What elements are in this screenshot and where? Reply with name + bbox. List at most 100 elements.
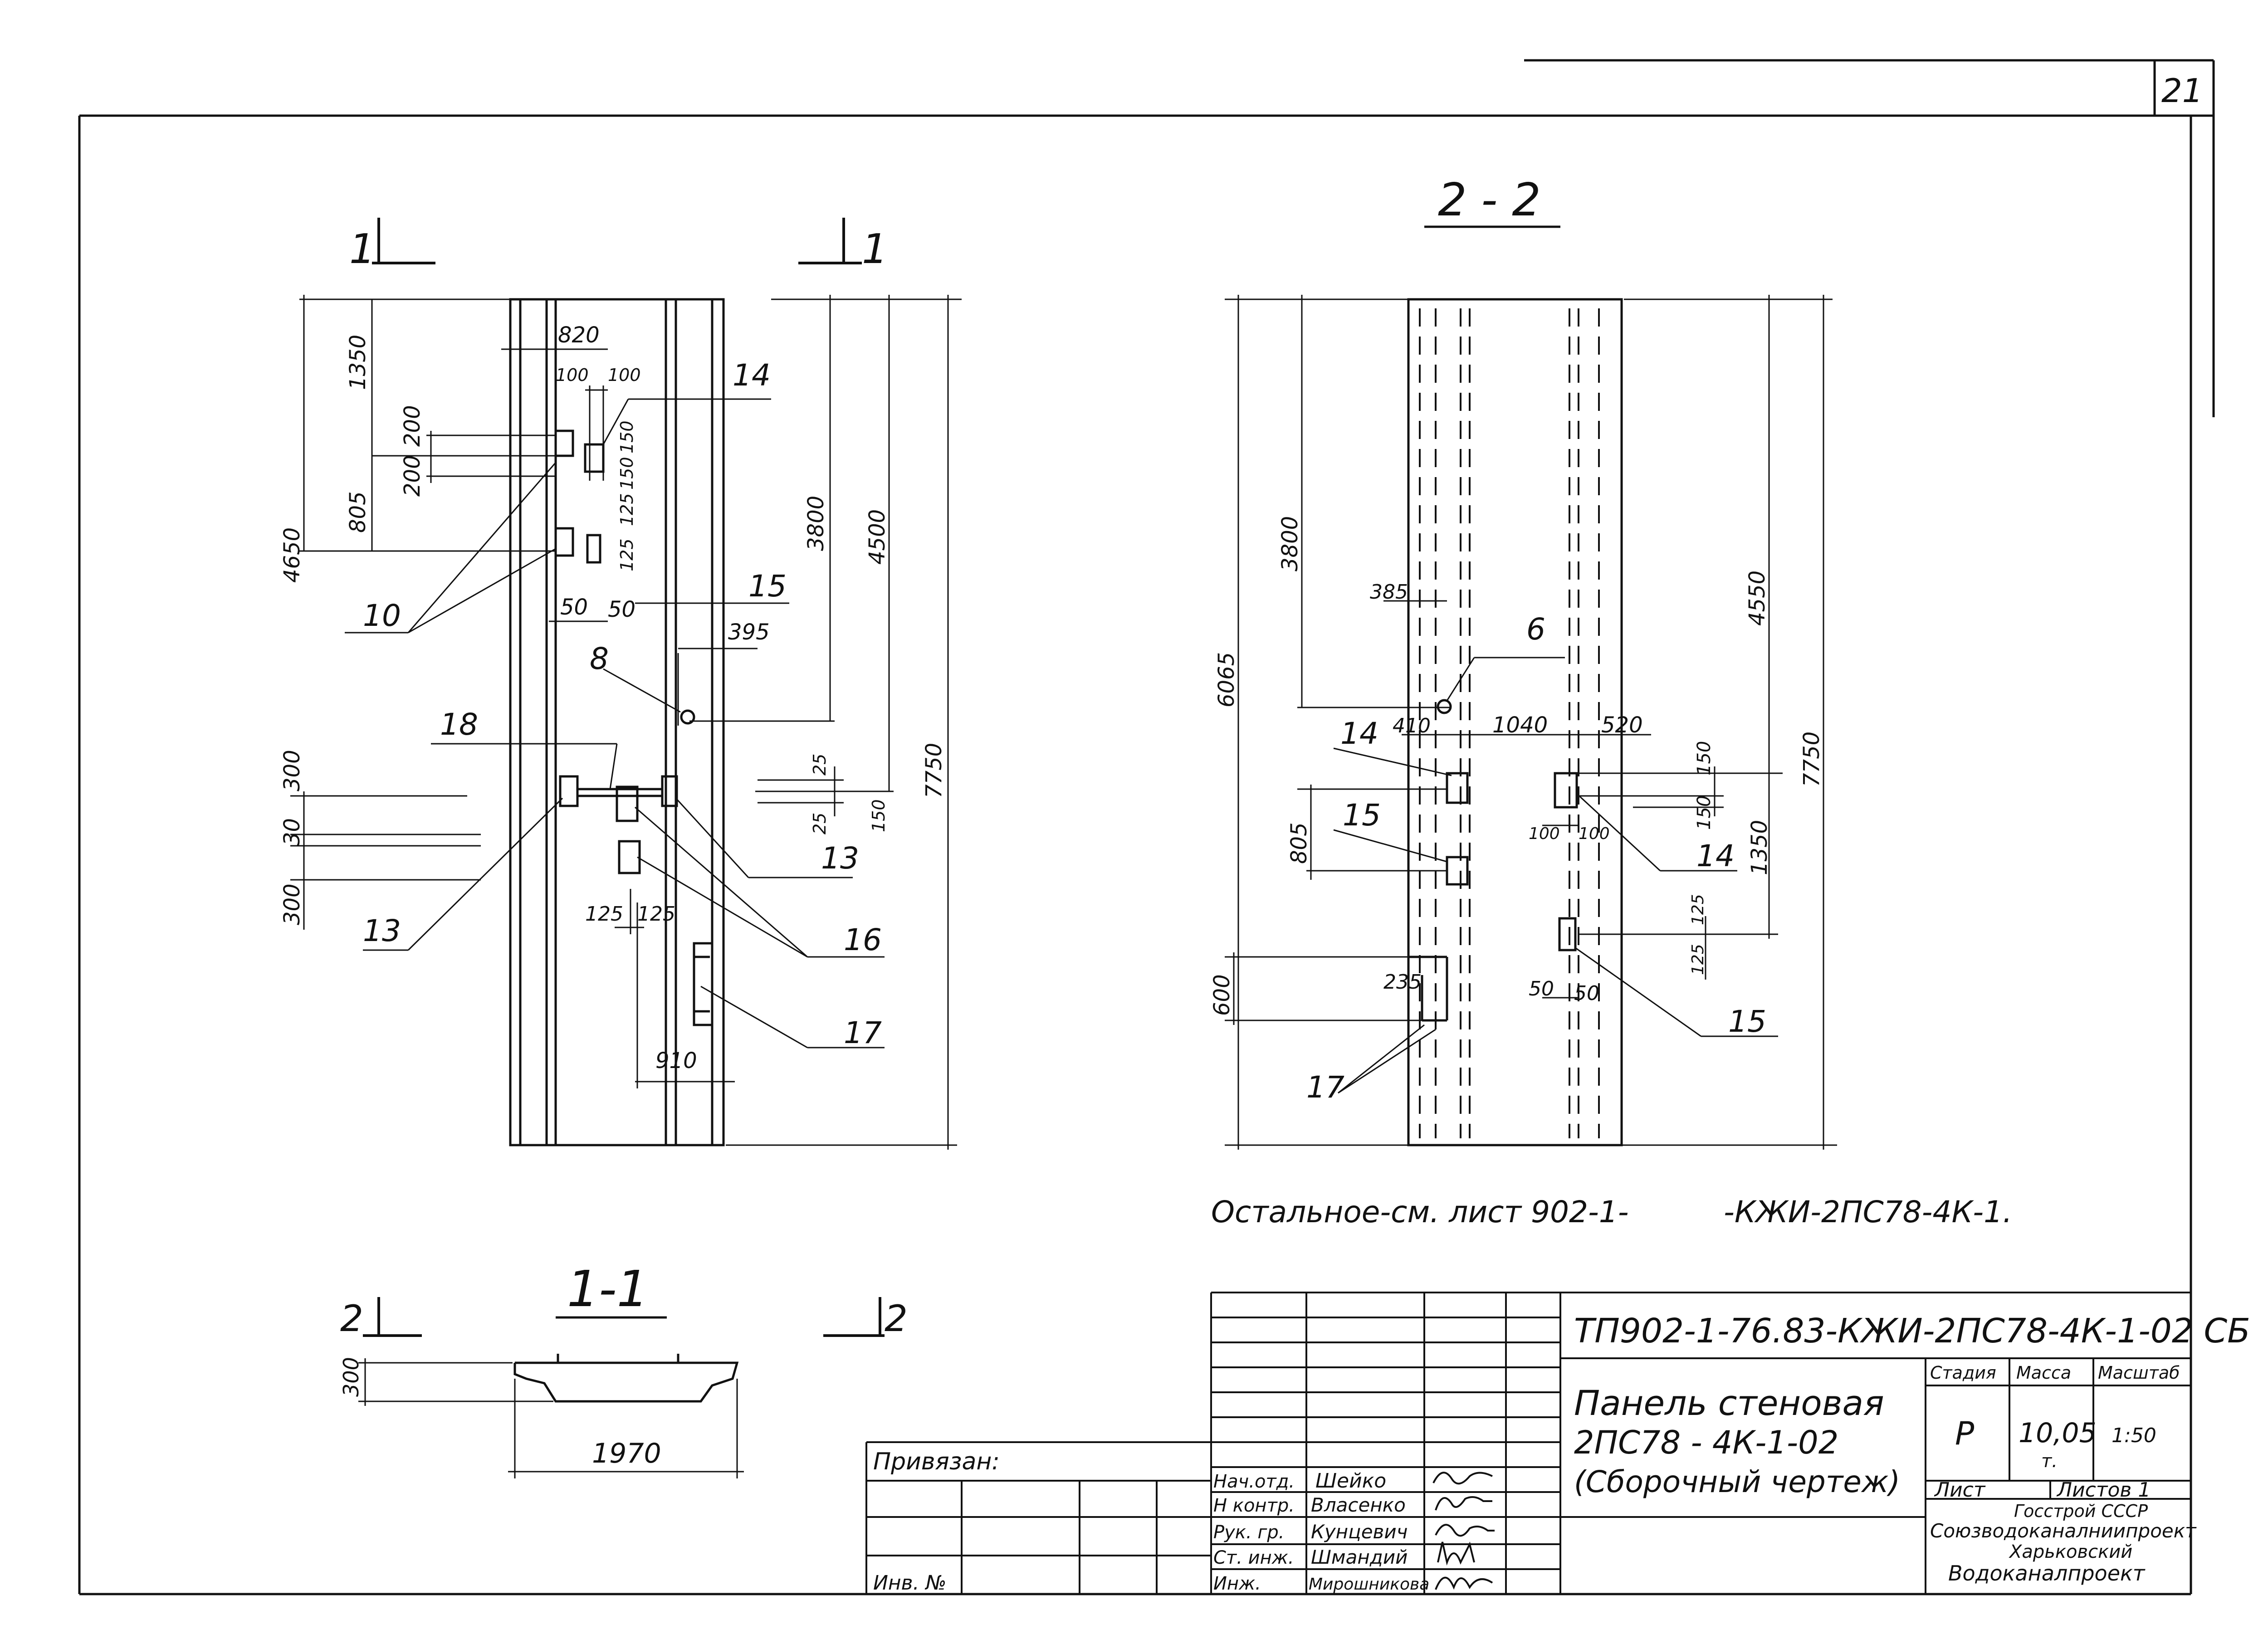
section-1-1-dimension-lines <box>358 1358 744 1478</box>
section-callout-14-left: 14 <box>1340 716 1378 751</box>
dim-3800: 3800 <box>803 496 829 551</box>
section-dim-385: 385 <box>1370 580 1408 604</box>
section-dim-520: 520 <box>1601 712 1643 738</box>
dim-820: 820 <box>558 322 600 348</box>
sheets-total: Листов 1 <box>2056 1478 2151 1502</box>
title-block-grid <box>865 1292 2191 1594</box>
dim-150-b: 150 <box>617 457 637 490</box>
dim-50-left: 50 <box>560 595 588 620</box>
section-1-1-profile <box>513 1354 739 1403</box>
section-2-2-view: 2 - 2 <box>1209 173 1837 1150</box>
cut-label-2-left: 2 <box>340 1297 363 1340</box>
callout-15: 15 <box>748 569 787 604</box>
sheet-frame <box>78 59 2215 1595</box>
bound-label: Привязан: <box>873 1448 1000 1475</box>
sheet-label: Лист <box>1934 1478 1986 1502</box>
note-right: -КЖИ-2ПС78-4К-1. <box>1724 1195 2012 1229</box>
section-1-1-view: 1-1 2 2 300 1970 <box>339 1260 908 1478</box>
dim-30: 30 <box>279 818 305 846</box>
section-dim-50-b: 50 <box>1574 982 1599 1005</box>
panel-elevation-view: 1 1 4650 1350 805 200 200 820 100 100 15… <box>279 218 962 1150</box>
cut-marker-2 <box>363 1297 885 1337</box>
section-callout-17: 17 <box>1306 1070 1344 1105</box>
dim-150-a: 150 <box>617 420 637 454</box>
sig-role-4: Инж. <box>1213 1573 1261 1594</box>
section-dim-50-a: 50 <box>1529 977 1554 1000</box>
cut-label-1-left: 1 <box>349 225 375 273</box>
cut-label-1-right: 1 <box>862 225 888 273</box>
section-callout-14-right: 14 <box>1696 839 1735 873</box>
note-left: Остальное-см. лист 902-1- <box>1211 1195 1629 1229</box>
cut-label-2-right: 2 <box>885 1297 908 1340</box>
cut-marker-1 <box>372 218 862 264</box>
section-callout-6: 6 <box>1526 612 1545 647</box>
section-callout-15-right: 15 <box>1728 1004 1766 1039</box>
callout-13-right: 13 <box>821 841 859 876</box>
section-dim-6065: 6065 <box>1214 652 1239 707</box>
dim-50-right: 50 <box>608 597 635 622</box>
dim-125-d: 125 <box>637 902 675 926</box>
drawing-name-line3: (Сборочный чертеж) <box>1574 1464 1900 1499</box>
sig-role-2: Рук. гр. <box>1213 1522 1285 1543</box>
dim-395: 395 <box>728 619 770 645</box>
section-dim-3800: 3800 <box>1277 516 1303 571</box>
sig-name-4: Мирошникова <box>1309 1575 1429 1594</box>
sig-name-0: Шейко <box>1315 1469 1386 1493</box>
sig-role-0: Нач.отд. <box>1213 1471 1295 1492</box>
handwritten-signatures <box>1432 1472 1495 1590</box>
section-callout-15-left: 15 <box>1343 798 1381 833</box>
callout-13-left: 13 <box>363 913 401 948</box>
drawing-name-line2: 2ПС78 - 4К-1-02 <box>1574 1424 1838 1461</box>
section-2-2-title: 2 - 2 <box>1438 173 1541 226</box>
section-1-1-dim-1970: 1970 <box>592 1438 661 1469</box>
section-dim-1350: 1350 <box>1747 820 1772 875</box>
sig-role-1: Н контр. <box>1213 1495 1295 1516</box>
callout-16: 16 <box>844 922 882 957</box>
section-dim-410: 410 <box>1393 714 1431 737</box>
dim-300-upper: 300 <box>279 750 305 791</box>
elevation-leader-lines <box>345 398 885 1049</box>
section-dim-125-a: 125 <box>1689 894 1707 925</box>
dim-200-lower: 200 <box>400 455 425 497</box>
dim-25-lower: 25 <box>810 813 830 834</box>
mass-unit: т. <box>2041 1451 2058 1472</box>
callout-8: 8 <box>590 641 609 676</box>
section-dim-150-b: 150 <box>1694 795 1715 830</box>
sheet-number: 21 <box>2161 72 2203 110</box>
org-line2: Союзводоканалниипроект <box>1930 1520 2197 1542</box>
sig-name-2: Кунцевич <box>1311 1521 1408 1543</box>
callout-14: 14 <box>733 358 771 393</box>
drawing-code: ТП902-1-76.83-КЖИ-2ПС78-4К-1-02 СБ <box>1574 1312 2250 1351</box>
dim-100-right: 100 <box>608 365 641 385</box>
dim-25-upper: 25 <box>810 754 830 776</box>
dim-805: 805 <box>345 491 371 533</box>
dim-150-c: 150 <box>869 799 889 832</box>
org-line4: Водоканалпроект <box>1948 1561 2146 1585</box>
section-dim-4550: 4550 <box>1745 571 1770 626</box>
dim-4650: 4650 <box>279 527 305 583</box>
elevation-dimension-lines <box>290 295 962 1150</box>
section-dim-100-a: 100 <box>1529 824 1560 843</box>
sig-name-1: Власенко <box>1311 1494 1406 1516</box>
section-dim-1040: 1040 <box>1492 712 1548 738</box>
section-1-1-title: 1-1 <box>567 1260 649 1318</box>
dim-125-b: 125 <box>617 538 637 571</box>
dim-1350: 1350 <box>345 335 371 390</box>
dim-200-upper: 200 <box>400 405 425 447</box>
callout-10: 10 <box>363 598 401 633</box>
section-dim-150-a: 150 <box>1694 741 1715 776</box>
section-dim-805: 805 <box>1286 822 1312 864</box>
col-mass-header: Масса <box>2016 1363 2071 1383</box>
dim-125-a: 125 <box>617 493 637 526</box>
col-scale-header: Масштаб <box>2098 1363 2180 1383</box>
dim-300-lower: 300 <box>279 883 305 925</box>
scale-value: 1:50 <box>2112 1424 2156 1447</box>
section-dim-235: 235 <box>1383 971 1422 994</box>
dim-7750: 7750 <box>921 743 947 798</box>
mass-value: 10,05 <box>2019 1417 2097 1449</box>
dim-125-c: 125 <box>585 902 623 926</box>
callout-17: 17 <box>844 1015 882 1050</box>
section-leader-lines <box>1333 657 1778 1094</box>
stage-value: Р <box>1955 1415 1975 1452</box>
